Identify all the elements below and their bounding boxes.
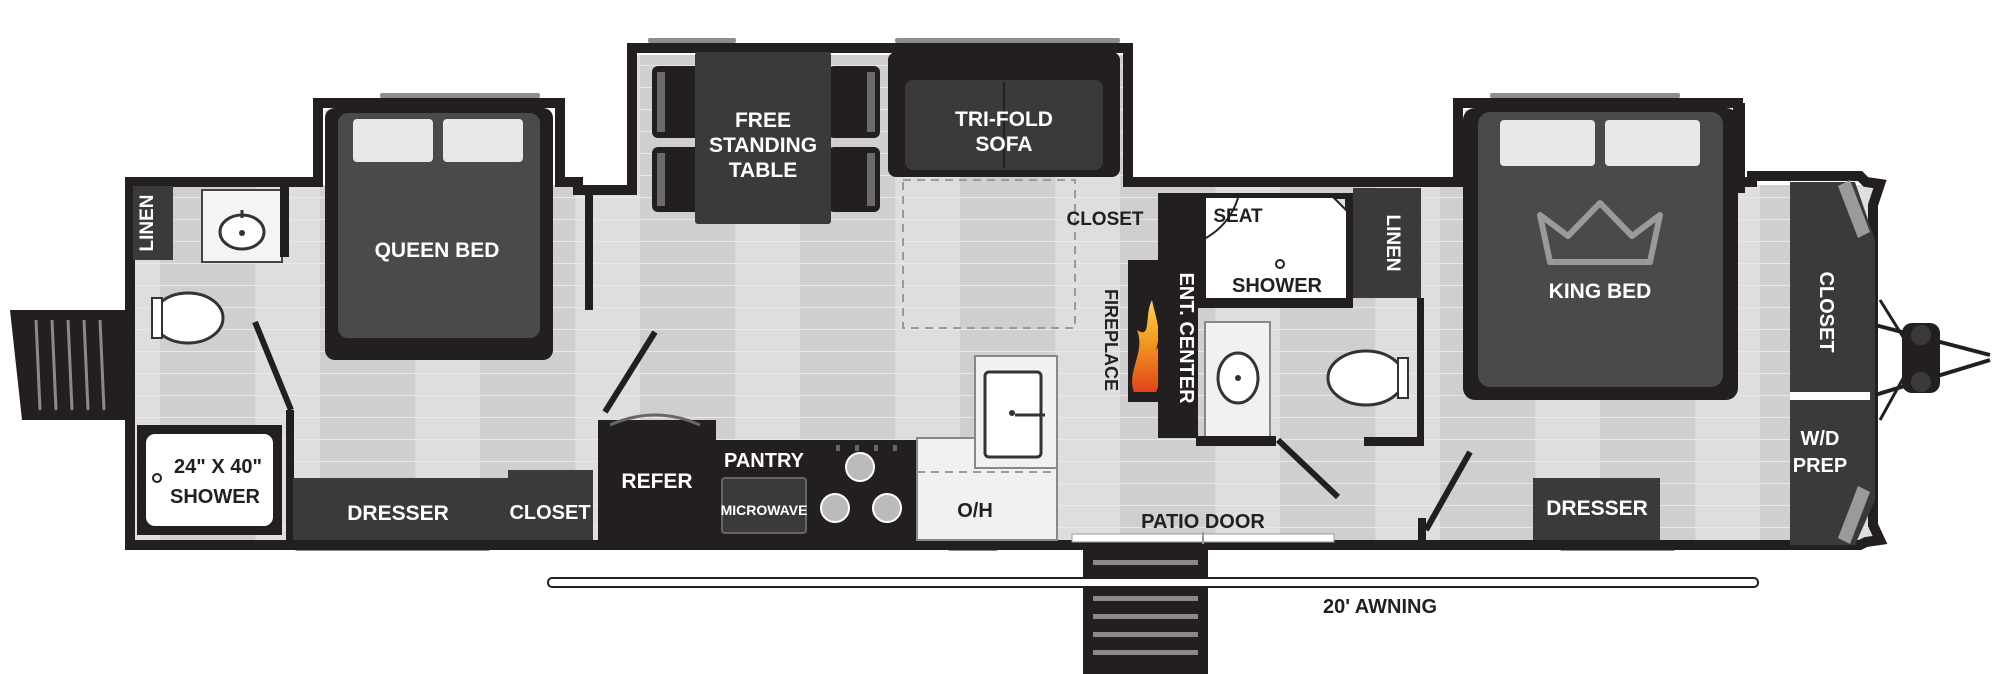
table-label-line1: FREE	[735, 109, 791, 132]
sofa-label-line2: SOFA	[975, 133, 1032, 156]
closet-rear-label: CLOSET	[509, 502, 590, 524]
linen-rear-cabinet	[133, 186, 173, 260]
king-pillow-right	[1605, 120, 1700, 166]
microwave	[721, 477, 807, 534]
refer-label: REFER	[621, 470, 692, 493]
toilet-icon	[151, 291, 225, 345]
sofa-label-line1: TRI-FOLD	[955, 108, 1053, 131]
crown-icon	[1537, 200, 1663, 265]
king-bedroom: KING BED DRESSER CLOSET W/D PREP	[1463, 103, 1870, 540]
queen-bed-label: QUEEN BED	[375, 239, 500, 262]
table-label-line2: STANDING	[709, 134, 817, 157]
refrigerator	[598, 420, 716, 542]
ent-center	[1158, 193, 1198, 438]
entry-steps-icon	[1083, 548, 1208, 674]
sink-icon	[218, 210, 266, 251]
awning-label: 20' AWNING	[1323, 596, 1437, 618]
seat-label: SEAT	[1213, 206, 1263, 227]
rear-shower-size-label: 24" X 40"	[174, 456, 262, 478]
pantry-label: PANTRY	[724, 450, 805, 472]
wd-label-line1: W/D	[1801, 428, 1840, 450]
linen-rear-label: LINEN	[137, 195, 158, 252]
free-standing-table	[695, 52, 831, 224]
rear-bath: LINEN 24" X 40" SHOWER	[133, 185, 294, 540]
queen-pillow-right	[443, 119, 523, 162]
patio-door-label: PATIO DOOR	[1141, 511, 1265, 533]
closet-front-label: CLOSET	[1815, 271, 1837, 352]
dining: FREE STANDING TABLE	[652, 52, 880, 224]
hitch-icon	[1874, 299, 1991, 421]
dresser-front	[1533, 478, 1660, 540]
awning: 20' AWNING	[547, 577, 1759, 618]
patio-door: PATIO DOOR	[1071, 511, 1335, 544]
linen-front-label: LINEN	[1382, 215, 1403, 272]
king-pillow-left	[1500, 120, 1595, 166]
front-window-lights	[1838, 180, 1870, 544]
closet-mid-label: CLOSET	[1066, 209, 1143, 230]
fireplace-label: FIREPLACE	[1101, 289, 1121, 391]
tri-fold-sofa: TRI-FOLD SOFA	[888, 52, 1120, 329]
rear-shower-label: SHOWER	[170, 486, 261, 508]
microwave-label: MICROWAVE	[721, 502, 808, 518]
sink-icon	[1216, 351, 1260, 405]
toilet-icon	[1326, 349, 1409, 407]
rear-shower-pan	[144, 432, 275, 528]
king-bed-label: KING BED	[1549, 280, 1652, 303]
kitchen: REFER PANTRY MICROWAVE O/H	[598, 355, 1058, 542]
shower-drain-icon	[1275, 259, 1285, 269]
ent-center-label: ENT. CENTER	[1175, 272, 1197, 404]
shower-drain-icon	[152, 473, 162, 483]
entry-steps-icon	[10, 310, 125, 420]
queen-pillow-left	[353, 119, 433, 162]
closet-rear	[508, 470, 593, 540]
queen-bedroom: QUEEN BED DRESSER CLOSET	[293, 108, 658, 540]
king-bed-mattress	[1478, 112, 1723, 387]
front-bath: CLOSET FIREPLACE ENT. CENTER SEAT SHOWER…	[1066, 188, 1473, 546]
dresser-front-label: DRESSER	[1546, 497, 1648, 520]
stove-burner-icon	[820, 452, 902, 523]
wd-label-line2: PREP	[1793, 455, 1847, 477]
sofa-bed-extent	[902, 179, 1076, 329]
queen-bed-mattress	[338, 113, 540, 338]
front-shower-label: SHOWER	[1232, 275, 1323, 297]
table-label-line3: TABLE	[729, 159, 797, 182]
dresser-rear	[293, 478, 508, 540]
oh-label: O/H	[957, 500, 993, 522]
front-cap	[1790, 182, 1875, 545]
linen-front-cabinet	[1353, 188, 1421, 298]
dresser-rear-label: DRESSER	[347, 502, 449, 525]
